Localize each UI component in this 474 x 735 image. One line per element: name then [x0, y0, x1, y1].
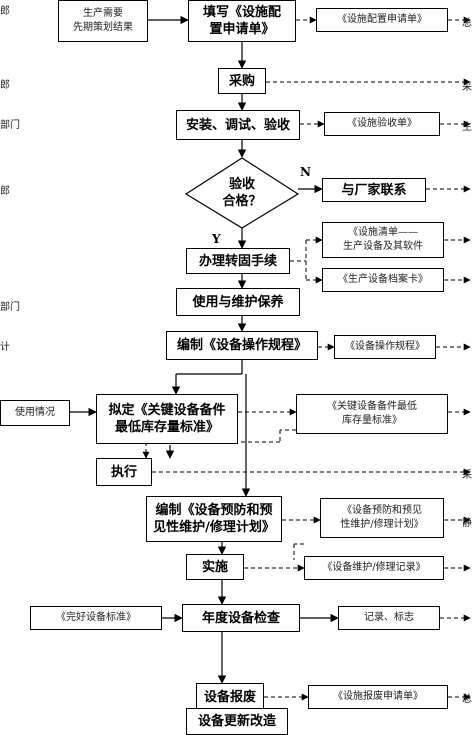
edge-text-left: 部门 — [0, 302, 20, 313]
scrap-request-doc: 《设施报废申请单》 — [308, 685, 448, 709]
config-request-doc: 《设施配置申请单》 — [316, 8, 448, 32]
record-mark-doc: 记录、标志 — [338, 606, 440, 630]
decision-diamond — [184, 157, 300, 229]
repair-record-doc: 《设备维护/修理记录》 — [304, 556, 444, 580]
edge-text-left: 郎 — [0, 6, 10, 17]
edge-text-left: 郎 — [0, 186, 10, 197]
edge-text-right: 总 — [462, 694, 472, 705]
edge-text-right: 静 — [462, 518, 472, 529]
contact-vendor-step: 与厂家联系 — [322, 178, 426, 202]
define-stock-step: 拟定《关键设备备件 最低库存量标准》 — [96, 394, 238, 444]
equipment-file-doc: 《生产设备档案卡》 — [322, 268, 444, 292]
edge-text-left: 计 — [0, 342, 10, 353]
maintenance-plan-doc: 《设备预防和预见 性维护/修理计划》 — [320, 498, 444, 538]
usage-input: 使用情况 — [0, 400, 70, 426]
acceptance-form-doc: 《设施验收单》 — [324, 112, 440, 136]
implement-step: 实施 — [186, 554, 244, 580]
edge-text-right: 总 — [462, 18, 472, 29]
install-step: 安装、调试、验收 — [176, 110, 300, 140]
write-procedure-step: 编制《设备操作规程》 — [166, 331, 318, 360]
annual-check-step: 年度设备检查 — [182, 604, 300, 632]
execute-step: 执行 — [96, 458, 152, 486]
no-label: N — [300, 165, 311, 179]
equipment-list-doc: 《设施清单—— 生产设备及其软件 — [322, 222, 444, 258]
edge-text-left: 部门 — [0, 120, 20, 131]
spare-parts-standard-doc: 《关键设备备件最低 库存量标准》 — [296, 394, 448, 434]
edge-text-right: 采 — [462, 470, 472, 481]
use-maintain-step: 使用与维护保养 — [176, 288, 300, 316]
fill-request-step: 填写《设施配 置申请单》 — [188, 0, 296, 42]
yes-label: Y — [212, 232, 221, 246]
good-standard-input: 《完好设备标准》 — [30, 606, 162, 630]
operation-procedure-doc: 《设备操作规程》 — [334, 335, 436, 359]
edge-text-right: 采 — [462, 82, 472, 93]
write-plan-step: 编制《设备预防和预 见性维护/修理计划》 — [146, 496, 282, 542]
acceptance-question: 验收 合格？ — [222, 177, 262, 209]
transfer-step: 办理转固手续 — [186, 248, 290, 274]
purchase-step: 采购 — [218, 68, 266, 94]
renew-step: 设备更新改造 — [186, 708, 288, 735]
edge-text-left: 郎 — [0, 80, 10, 91]
edge-text-right: 生 — [462, 122, 472, 133]
scrap-step: 设备报废 — [196, 683, 264, 712]
production-needs-input: 生产需要 先期策划结果 — [58, 0, 148, 42]
